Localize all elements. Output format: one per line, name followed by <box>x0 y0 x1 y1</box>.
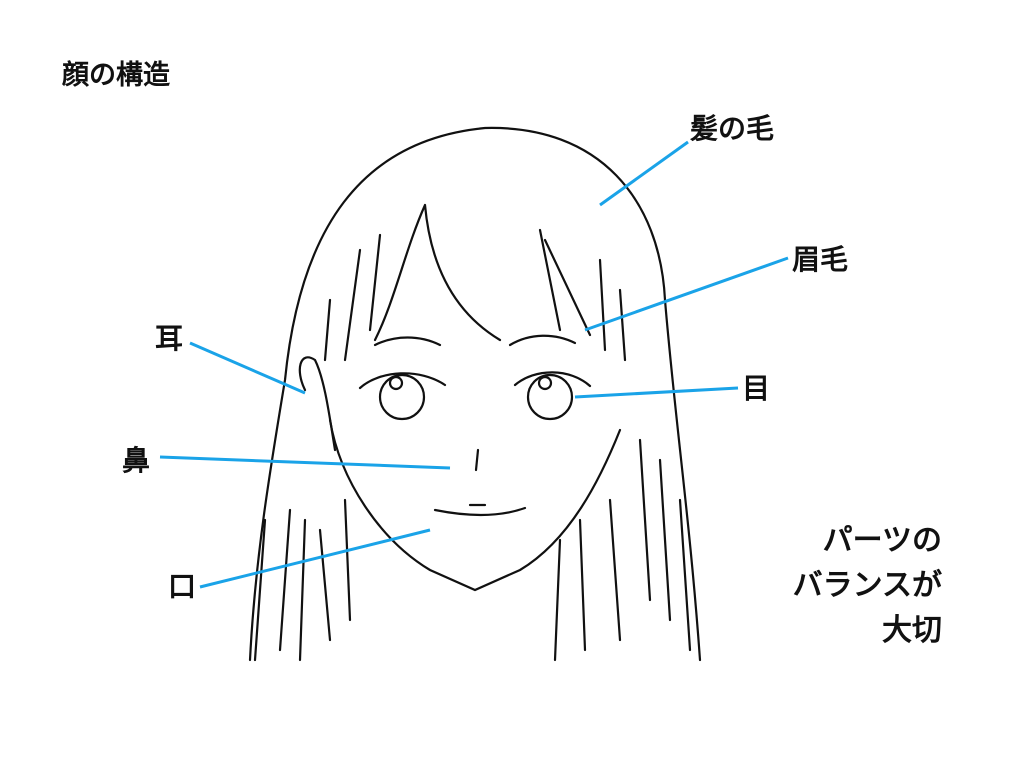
eyebrow-left <box>373 336 442 347</box>
eye-lid-right <box>513 371 592 388</box>
line-art <box>248 126 702 662</box>
hair-right-strands <box>553 438 692 662</box>
eye-right <box>526 373 574 421</box>
label-nose: 鼻 <box>122 444 151 477</box>
face-outline <box>328 418 622 592</box>
leader-hair <box>599 140 689 207</box>
hair-left-strands <box>253 498 352 662</box>
label-mouth: 口 <box>168 570 197 603</box>
diagram-title: 顔の構造 <box>62 60 170 91</box>
leader-ear <box>189 341 306 395</box>
eye-left <box>378 373 426 421</box>
hair-part <box>373 203 502 342</box>
leader-nose <box>159 455 451 470</box>
leader-eyebrow <box>584 256 789 332</box>
eyebrow-right <box>508 334 577 347</box>
leader-lines <box>159 140 789 589</box>
label-ear: 耳 <box>155 322 184 355</box>
label-hair: 髪の毛 <box>690 112 775 145</box>
mouth <box>433 503 527 517</box>
leader-eye <box>574 386 739 399</box>
note-line: 大切 <box>882 613 942 648</box>
label-eyebrow: 眉毛 <box>792 243 849 276</box>
nose <box>474 448 480 472</box>
hair-outline <box>248 126 702 662</box>
label-eye: 目 <box>742 372 771 405</box>
note-line: バランスが <box>792 568 942 603</box>
eye-lid-left <box>358 372 447 390</box>
eye-highlight-left <box>388 375 404 391</box>
bangs <box>323 228 627 362</box>
ear <box>298 356 337 452</box>
eye-highlight-right <box>537 375 553 391</box>
balance-note: パーツの バランスが 大切 <box>793 518 942 653</box>
leader-mouth <box>199 528 431 589</box>
note-line: パーツの <box>822 523 942 558</box>
